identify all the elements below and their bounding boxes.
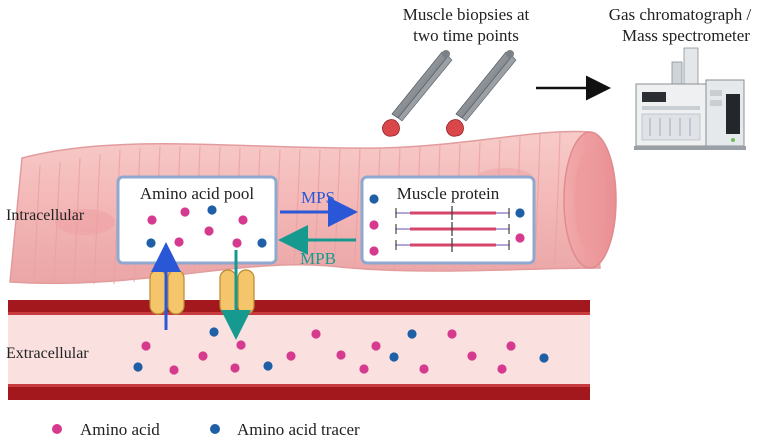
biopsies-label-line1: Muscle biopsies at [403,5,530,24]
tracer-dot [369,194,379,204]
legend-amino-acid-dot [52,424,62,434]
tracer-dot [263,361,273,371]
extracellular-label: Extracellular [6,345,89,362]
amino-acid-dot [371,341,381,351]
amino-acid-dot [369,246,379,256]
amino-acid-dot [336,350,346,360]
amino-acid-dot [174,237,184,247]
protein-particles [369,194,525,256]
intracellular-label: Intracellular [6,207,85,224]
legend-amino-acid-label: Amino acid [80,420,160,439]
amino-acid-pool-label: Amino acid pool [140,184,255,203]
legend-tracer-label: Amino acid tracer [237,420,360,439]
amino-acid-dot [204,226,214,236]
tracer-dot [257,238,267,248]
amino-acid-pool-box: Amino acid pool [116,175,278,265]
legend-tracer-dot [210,424,220,434]
muscle-protein-label: Muscle protein [397,184,500,203]
amino-acid-dot [141,341,151,351]
gc-ms-instrument-icon [634,47,746,150]
tracer-dot [207,205,217,215]
blood-vessel [8,300,590,400]
amino-acid-dot [419,364,429,374]
amino-acid-dot [147,215,157,225]
tracer-dot [389,352,399,362]
amino-acid-dot [232,238,242,248]
amino-acid-dot [230,363,240,373]
blood-particles [133,327,549,375]
amino-acid-dot [180,207,190,217]
tracer-dot [407,329,417,339]
tracer-dot [133,362,143,372]
muscle-protein-box: Muscle protein [360,175,536,265]
amino-acid-dot [238,215,248,225]
transporter-icon [149,269,185,315]
tracer-dot [539,353,549,363]
amino-acid-dot [497,364,507,374]
legend: Amino acid Amino acid tracer [52,420,360,439]
tracer-dot [209,327,219,337]
instrument-label-line2: Mass spectrometer [622,26,750,45]
instrument-label-line1: Gas chromatograph / [609,5,752,24]
amino-acid-dot [369,220,379,230]
mps-label: MPS [301,188,335,207]
mpb-label: MPB [300,249,336,268]
amino-acid-dot [236,340,246,350]
amino-acid-dot [506,341,516,351]
amino-acid-dot [515,233,525,243]
biopsies-label-line2: two time points [413,26,519,45]
amino-acid-dot [169,365,179,375]
amino-acid-dot [311,329,321,339]
amino-acid-dot [198,351,208,361]
tracer-dot [146,238,156,248]
forceps-icon [382,50,453,137]
amino-acid-dot [447,329,457,339]
tracer-dot [515,208,525,218]
myofibril-icon [395,206,510,252]
amino-acid-dot [286,351,296,361]
amino-acid-dot [359,364,369,374]
pool-particles [146,205,267,248]
forceps-icon [446,50,517,137]
amino-acid-dot [467,351,477,361]
